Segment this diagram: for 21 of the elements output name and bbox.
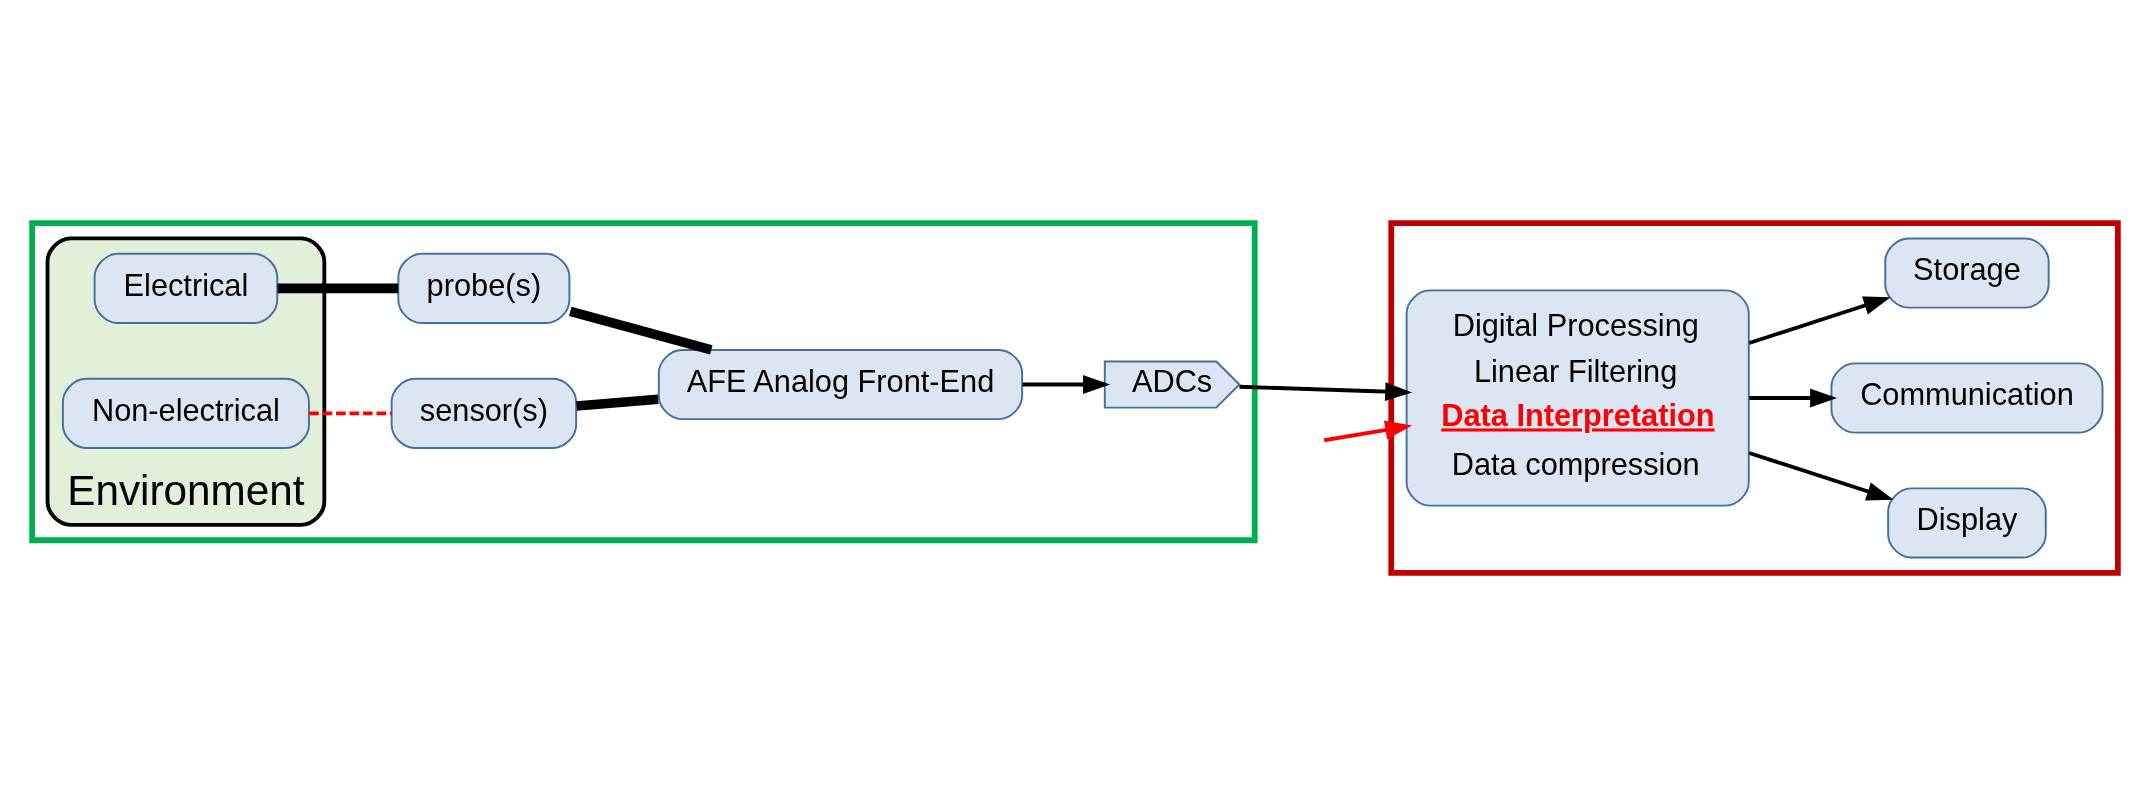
arrow — [1022, 375, 1111, 394]
node-box: Display — [1887, 487, 2047, 559]
arrow — [1748, 296, 1891, 345]
connector — [576, 394, 659, 411]
cluster — [1388, 220, 2121, 576]
connector — [309, 411, 392, 416]
node-box: probe(s) — [397, 252, 571, 324]
node-box: AFE Analog Front-End — [657, 349, 1024, 421]
connector — [569, 306, 713, 355]
arrow — [1749, 388, 1838, 408]
arrow — [1748, 451, 1894, 501]
node-box: Digital Processing Linear Filtering Data Interpretation Data compression — [1405, 289, 1750, 507]
node-box: Storage — [1884, 237, 2050, 309]
node-box: Non-electrical — [61, 377, 310, 449]
arrow — [1239, 382, 1413, 402]
node-box: sensor(s) — [390, 377, 578, 449]
node-box: Communication — [1830, 362, 2104, 434]
connector — [277, 283, 399, 294]
node-box: Electrical — [93, 252, 279, 324]
cluster — [29, 220, 1258, 544]
arrow — [1323, 420, 1413, 443]
